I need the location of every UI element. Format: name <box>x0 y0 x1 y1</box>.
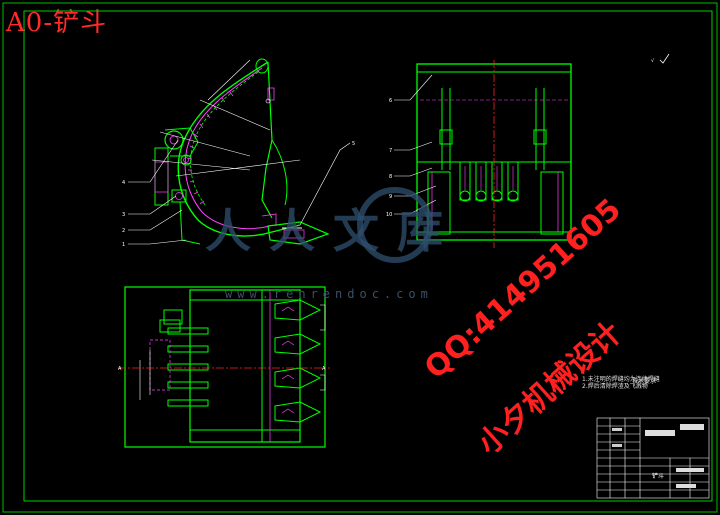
side-view: 4 3 2 1 5 <box>122 58 355 248</box>
tech-line: 2.焊后清除焊渣及飞溅物 <box>582 383 648 390</box>
svg-text:7: 7 <box>389 148 392 154</box>
watermark-site: www.renrendoc.com <box>225 287 433 301</box>
svg-text:6: 6 <box>389 98 392 104</box>
roughness-symbol: √ <box>651 53 670 64</box>
svg-text:4: 4 <box>122 180 125 186</box>
title-block <box>596 417 710 499</box>
title-block-name: 铲斗 <box>652 472 664 480</box>
tech-requirements-title: 技术要求 <box>632 378 657 385</box>
svg-text:1: 1 <box>122 242 125 248</box>
svg-text:10: 10 <box>386 212 392 218</box>
inner-frame <box>23 10 713 502</box>
svg-text:√: √ <box>651 58 655 64</box>
svg-text:A: A <box>322 366 326 372</box>
svg-text:5: 5 <box>352 141 355 147</box>
tech-line: 1.未注明的焊缝均为连续焊缝 <box>582 376 660 383</box>
watermark-logo-text: 人人文库 <box>205 204 461 258</box>
front-view: 6 7 8 9 10 <box>386 60 572 248</box>
svg-text:2: 2 <box>122 228 125 234</box>
svg-text:3: 3 <box>122 212 125 218</box>
svg-text:A: A <box>118 366 122 372</box>
watermark-logo-circle <box>357 187 433 263</box>
drawing-title: A0-铲斗 <box>6 8 108 38</box>
svg-text:8: 8 <box>389 174 392 180</box>
svg-text:9: 9 <box>389 194 392 200</box>
tech-requirements-text: 1.未注明的焊缝均为连续焊缝 2.焊后清除焊渣及飞溅物 <box>582 376 660 390</box>
